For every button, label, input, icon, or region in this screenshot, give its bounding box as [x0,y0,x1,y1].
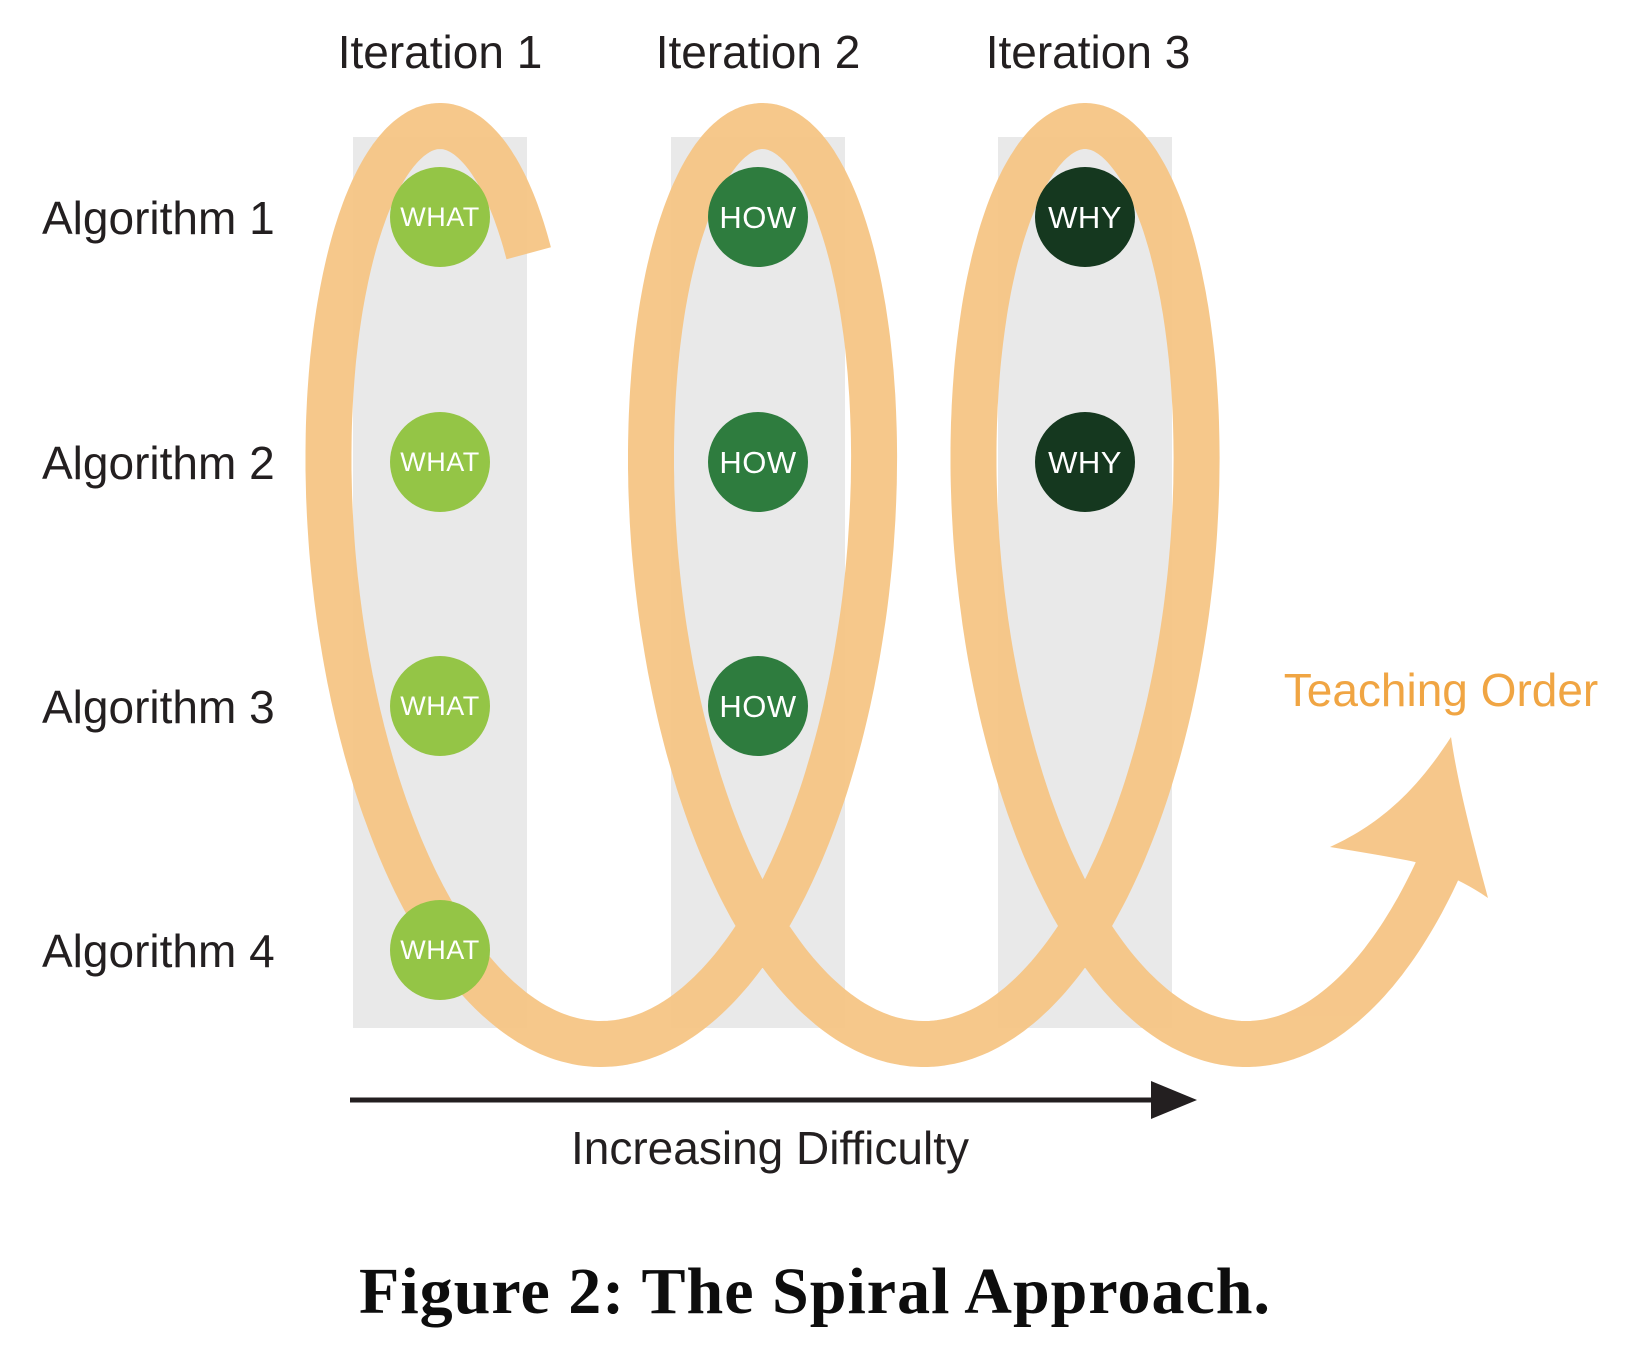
node-label: HOW [719,689,797,724]
why-circle [1035,167,1135,267]
what-circle [390,900,490,1000]
what-circle [390,412,490,512]
node-how-algorithm-3: HOW [708,656,808,756]
node-label: WHY [1048,445,1122,480]
how-circle [708,412,808,512]
node-label: WHAT [400,447,479,477]
teaching-order-spiral [305,103,1488,1067]
node-how-algorithm-2: HOW [708,412,808,512]
how-circle [708,656,808,756]
iteration-3-header: Iteration 3 [986,26,1191,78]
node-what-algorithm-1: WHAT [390,167,490,267]
how-circle [708,167,808,267]
iteration-1-header: Iteration 1 [338,26,543,78]
node-label: HOW [719,200,797,235]
what-circle [390,656,490,756]
node-label: WHAT [400,691,479,721]
iteration-headers: Iteration 1 Iteration 2 Iteration 3 [338,26,1191,78]
spiral-arrowhead-icon [1330,737,1488,898]
concept-nodes: WHAT WHAT WHAT WHAT HOW HOW HOW WHY [390,167,1135,1000]
algorithm-row-labels: Algorithm 1 Algorithm 2 Algorithm 3 Algo… [42,192,275,977]
algorithm-4-label: Algorithm 4 [42,925,275,977]
figure-caption: Figure 2: The Spiral Approach. [359,1255,1271,1328]
node-why-algorithm-2: WHY [1035,412,1135,512]
teaching-order-label: Teaching Order [1284,664,1599,716]
iteration-columns [353,137,1172,1028]
node-label: WHAT [400,935,479,965]
node-label: WHAT [400,202,479,232]
node-what-algorithm-4: WHAT [390,900,490,1000]
node-how-algorithm-1: HOW [708,167,808,267]
node-label: WHY [1048,200,1122,235]
algorithm-1-label: Algorithm 1 [42,192,275,244]
iteration-2-header: Iteration 2 [656,26,861,78]
node-what-algorithm-2: WHAT [390,412,490,512]
what-circle [390,167,490,267]
node-label: HOW [719,445,797,480]
spiral-curve [305,103,1460,1067]
why-circle [1035,412,1135,512]
increasing-difficulty-arrow [350,1081,1197,1119]
algorithm-3-label: Algorithm 3 [42,681,275,733]
node-why-algorithm-1: WHY [1035,167,1135,267]
algorithm-2-label: Algorithm 2 [42,437,275,489]
difficulty-arrowhead-icon [1151,1081,1197,1119]
increasing-difficulty-label: Increasing Difficulty [571,1122,969,1174]
node-what-algorithm-3: WHAT [390,656,490,756]
